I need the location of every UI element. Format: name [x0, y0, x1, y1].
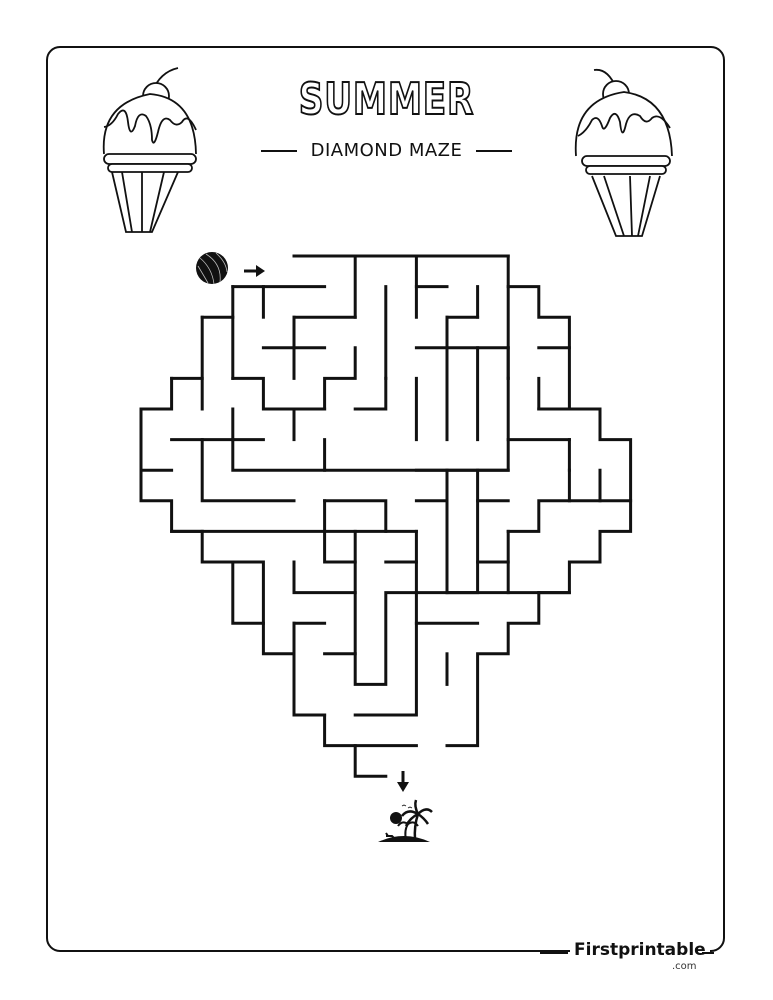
- maze-wall: [353, 376, 388, 411]
- beach-ball-icon: [196, 252, 228, 285]
- maze-wall: [323, 346, 357, 411]
- maze-wall: [445, 591, 541, 748]
- maze-wall: [353, 744, 388, 778]
- page-border: [46, 46, 725, 952]
- maze-wall: [506, 499, 633, 595]
- maze-wall: [231, 560, 265, 625]
- maze-wall: [323, 438, 510, 472]
- start-arrow-icon: [244, 265, 265, 277]
- page-subtitle: DIAMOND MAZE: [310, 140, 463, 161]
- maze-wall: [353, 560, 418, 717]
- maze-wall: [139, 376, 204, 533]
- maze-wall: [200, 529, 296, 656]
- maze-wall: [384, 529, 418, 564]
- maze-wall: [506, 468, 602, 533]
- beach-island-icon: [378, 799, 433, 842]
- maze-walls: [139, 254, 633, 778]
- maze-wall: [414, 376, 510, 472]
- maze-wall: [353, 529, 418, 686]
- ice-cream-left-icon: [102, 67, 197, 233]
- brand-logo: Firstprintable: [570, 940, 710, 960]
- maze-wall: [323, 499, 357, 564]
- maze-wall: [231, 376, 327, 411]
- maze-wall: [323, 499, 388, 533]
- maze-wall: [506, 285, 633, 503]
- brand-suffix: .com: [672, 961, 697, 972]
- maze-wall: [200, 438, 296, 503]
- end-arrow-icon: [397, 771, 409, 792]
- page-title: SUMMER: [298, 73, 475, 126]
- maze-wall: [323, 713, 418, 748]
- maze-wall: [231, 438, 327, 472]
- maze-wall: [231, 407, 265, 442]
- footer-line-right: [702, 952, 714, 954]
- subtitle-divider-right: [476, 149, 513, 152]
- maze-wall: [292, 560, 357, 595]
- maze-wall: [292, 621, 327, 717]
- footer-line-left: [540, 952, 568, 954]
- subtitle-divider-left: [260, 149, 297, 152]
- ice-cream-right-icon: [574, 68, 673, 237]
- subtitle-row: DIAMOND MAZE: [0, 140, 773, 161]
